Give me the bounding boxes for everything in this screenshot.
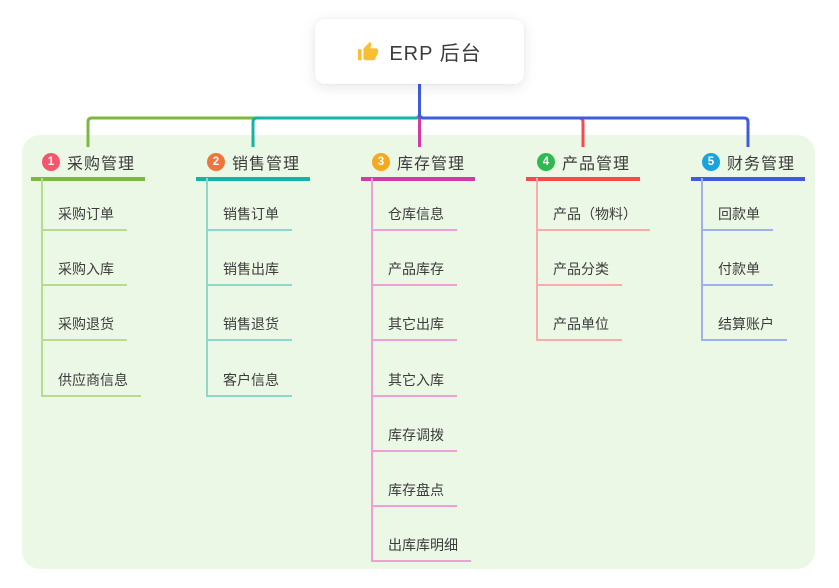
branch-3-children-connector bbox=[371, 178, 373, 562]
branch-5-connector bbox=[418, 84, 750, 147]
branch-5-children-connector bbox=[701, 178, 703, 341]
child-node[interactable]: 产品（物料） bbox=[536, 199, 650, 231]
root-label: ERP 后台 bbox=[389, 43, 482, 65]
branch-4-children-connector bbox=[536, 178, 538, 341]
branch-4-connector bbox=[418, 84, 585, 147]
child-node[interactable]: 产品单位 bbox=[536, 309, 622, 341]
child-node[interactable]: 其它入库 bbox=[371, 365, 457, 397]
mindmap-container bbox=[22, 135, 815, 569]
child-node[interactable]: 出库库明细 bbox=[371, 530, 471, 562]
child-node[interactable]: 产品分类 bbox=[536, 254, 622, 286]
child-node[interactable]: 客户信息 bbox=[206, 365, 292, 397]
child-node[interactable]: 结算账户 bbox=[701, 309, 787, 341]
branch-2-connector bbox=[251, 84, 421, 147]
topic-number-badge: 2 bbox=[207, 153, 225, 171]
child-node[interactable]: 回款单 bbox=[701, 199, 773, 231]
topic-label: 采购管理 bbox=[67, 156, 136, 173]
branch-1-children-connector bbox=[41, 178, 43, 397]
child-node[interactable]: 产品库存 bbox=[371, 254, 457, 286]
child-node[interactable]: 销售出库 bbox=[206, 254, 292, 286]
topic-number-badge: 4 bbox=[537, 153, 555, 171]
topic-node-4[interactable]: 4 产品管理 bbox=[526, 147, 640, 181]
child-node[interactable]: 销售退货 bbox=[206, 309, 292, 341]
topic-node-5[interactable]: 5 财务管理 bbox=[691, 147, 805, 181]
child-node[interactable]: 采购订单 bbox=[41, 199, 127, 231]
topic-label: 销售管理 bbox=[232, 156, 301, 173]
topic-number-badge: 3 bbox=[372, 153, 390, 171]
child-node[interactable]: 供应商信息 bbox=[41, 365, 141, 397]
child-node[interactable]: 采购入库 bbox=[41, 254, 127, 286]
topic-node-2[interactable]: 2 销售管理 bbox=[196, 147, 310, 181]
child-node[interactable]: 付款单 bbox=[701, 254, 773, 286]
topic-node-3[interactable]: 3 库存管理 bbox=[361, 147, 475, 181]
topic-number-badge: 5 bbox=[702, 153, 720, 171]
thumbs-up-icon bbox=[358, 41, 379, 60]
branch-2-children-connector bbox=[206, 178, 208, 397]
topic-node-1[interactable]: 1 采购管理 bbox=[31, 147, 145, 181]
root-node[interactable]: ERP 后台 bbox=[315, 19, 524, 84]
child-node[interactable]: 库存调拨 bbox=[371, 420, 457, 452]
topic-label: 产品管理 bbox=[562, 156, 631, 173]
child-node[interactable]: 销售订单 bbox=[206, 199, 292, 231]
topic-label: 财务管理 bbox=[727, 156, 796, 173]
child-node[interactable]: 库存盘点 bbox=[371, 475, 457, 507]
child-node[interactable]: 采购退货 bbox=[41, 309, 127, 341]
topic-label: 库存管理 bbox=[397, 156, 466, 173]
child-node[interactable]: 仓库信息 bbox=[371, 199, 457, 231]
child-node[interactable]: 其它出库 bbox=[371, 309, 457, 341]
topic-number-badge: 1 bbox=[42, 153, 60, 171]
